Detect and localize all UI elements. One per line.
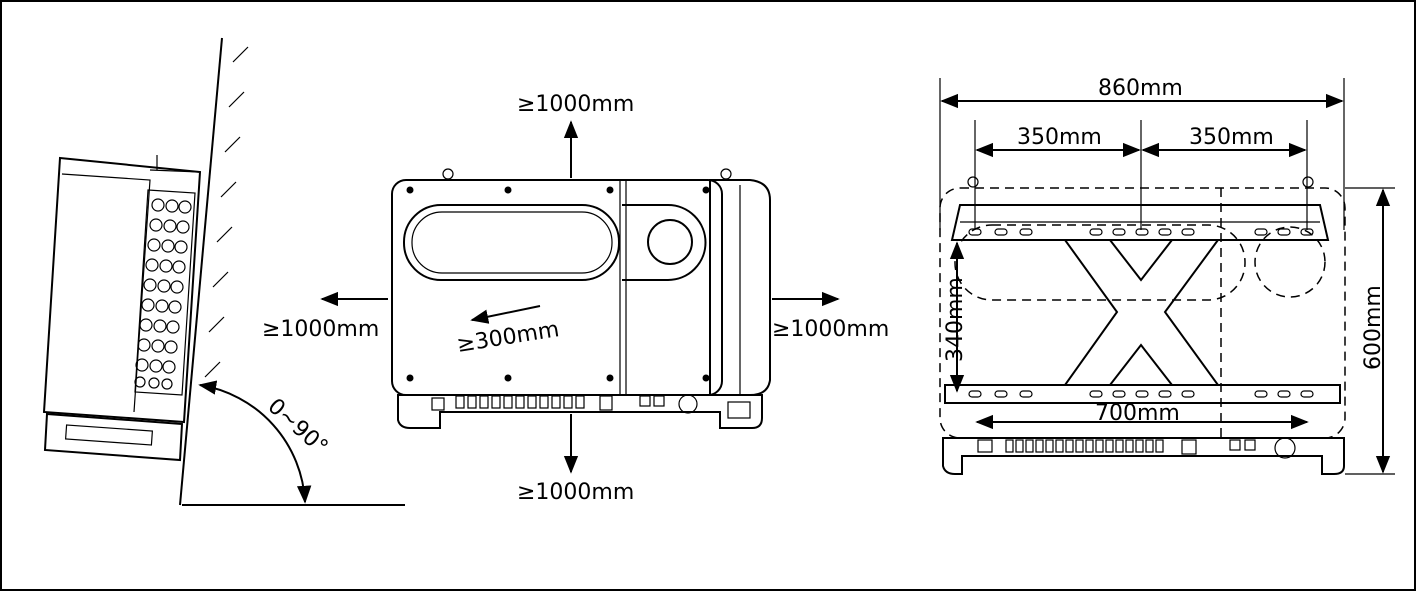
bracket-top-bar <box>950 204 1330 241</box>
overall-width-label: 860mm <box>1098 76 1183 101</box>
top-clearance-label: ≥1000mm <box>517 92 634 117</box>
left-spacing-label: 350mm <box>1017 125 1102 150</box>
bracket-view: 860mm 350mm 350mm 340mm 700mm 600mm <box>939 76 1395 475</box>
bracket-view-base <box>942 437 1345 475</box>
bracket-slots <box>968 228 1314 398</box>
bracket-cross <box>1063 239 1220 386</box>
inverter-outline-dashed <box>939 187 1346 439</box>
inverter-side-body <box>42 156 202 424</box>
front-connectors <box>455 394 698 414</box>
bottom-clearance-label: ≥1000mm <box>517 480 634 505</box>
front-clearance-arrow <box>470 305 541 324</box>
heat-sink <box>134 189 196 396</box>
lower-span-label: 700mm <box>1095 401 1180 426</box>
heat-sink-hexagons <box>134 198 192 390</box>
left-clearance-label: ≥1000mm <box>262 317 379 342</box>
angle-label: 0~90° <box>263 394 333 460</box>
clearance-view: ≥1000mm ≥1000mm ≥1000mm ≥1000mm ≥300mm <box>262 92 889 505</box>
front-window <box>403 204 620 281</box>
wall-hatching <box>204 46 249 378</box>
bracket-bottom-bar <box>944 384 1341 404</box>
bracket-height-label: 340mm <box>943 277 968 362</box>
angle-arc <box>198 380 312 504</box>
bracket-view-connectors <box>977 437 1296 459</box>
side-view: 0~90° <box>42 37 405 506</box>
right-spacing-label: 350mm <box>1189 125 1274 150</box>
front-clearance-label: ≥300mm <box>455 317 561 358</box>
wall-line <box>179 37 223 506</box>
inverter-bottom-box <box>43 412 184 462</box>
right-clearance-label: ≥1000mm <box>772 317 889 342</box>
front-screws <box>406 186 710 382</box>
front-base <box>397 394 763 429</box>
overall-height-label: 600mm <box>1361 285 1386 370</box>
front-display <box>647 219 693 265</box>
